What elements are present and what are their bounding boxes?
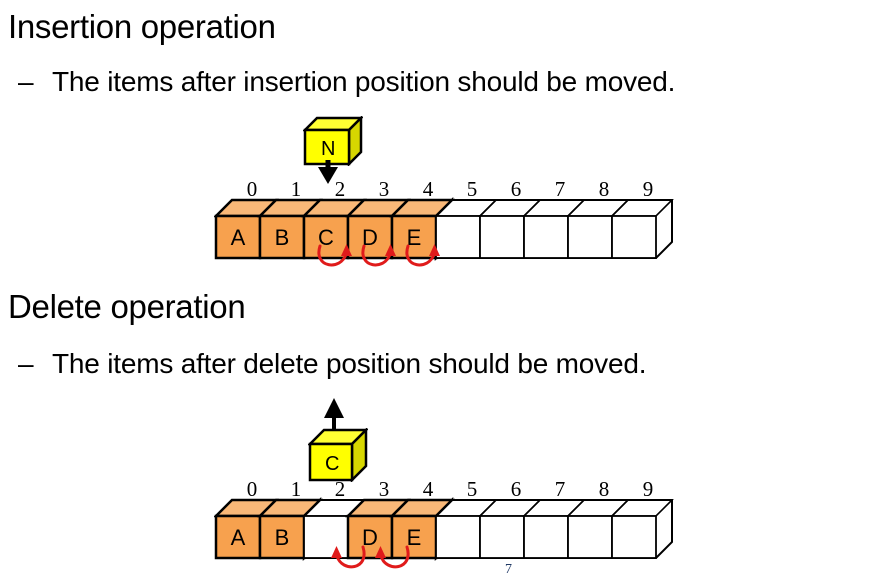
array-index-2: 2 (335, 180, 346, 201)
cell-value-4: E (407, 225, 422, 250)
array-index-6: 6 (511, 180, 522, 201)
cube-label-n: N (321, 138, 336, 160)
array-index-0: 0 (247, 480, 258, 501)
array-cell-5[interactable] (435, 515, 481, 559)
cell-value-3: D (362, 525, 378, 550)
array-cell-8[interactable] (567, 515, 613, 559)
array-index-7: 7 (555, 180, 566, 201)
insertion-array-graphic: A 0B 1C 2D 3E 4 5 6 7 8 9 (212, 177, 674, 262)
cell-value-1: B (275, 225, 290, 250)
delete-bullet-text: The items after delete position should b… (52, 348, 647, 379)
array-index-3: 3 (379, 480, 390, 501)
array-cell-2[interactable] (303, 515, 349, 559)
array-index-3: 3 (379, 180, 390, 201)
delete-cube-c: C (306, 426, 370, 484)
array-index-4: 4 (423, 180, 434, 201)
insertion-bullet: –The items after insertion position shou… (18, 66, 675, 98)
insertion-heading: Insertion operation (8, 8, 276, 45)
cube-label-c: C (325, 453, 340, 475)
cube-shape-c (306, 426, 370, 484)
array-index-1: 1 (291, 180, 302, 201)
bullet-dash-icon-2: – (18, 348, 34, 379)
array-index-0: 0 (247, 180, 258, 201)
cell-value-3: D (362, 225, 378, 250)
array-cell-9[interactable] (611, 515, 657, 559)
array-cell-1[interactable] (258, 514, 306, 560)
array-index-1: 1 (291, 480, 302, 501)
cube-shape-n (301, 114, 365, 168)
array-cell-6[interactable] (479, 515, 525, 559)
cell-value-0: A (231, 225, 246, 250)
array-index-4: 4 (423, 480, 434, 501)
cell-value-4: E (407, 525, 422, 550)
insert-cube-n: N (301, 114, 365, 168)
array-cell-9[interactable] (611, 215, 657, 259)
bullet-dash-icon: – (18, 66, 34, 97)
array-index-9: 9 (643, 480, 654, 501)
array-cell-7[interactable] (523, 215, 569, 259)
page-number: 7 (505, 562, 512, 577)
insertion-bullet-text: The items after insertion position shoul… (52, 66, 676, 97)
array-cell-8[interactable] (567, 215, 613, 259)
array-index-5: 5 (467, 480, 478, 501)
cell-value-1: B (275, 525, 290, 550)
array-cell-6[interactable] (479, 215, 525, 259)
delete-bullet: –The items after delete position should … (18, 348, 647, 380)
cell-value-2: C (318, 225, 334, 250)
array-cell-5[interactable] (435, 215, 481, 259)
array-index-6: 6 (511, 480, 522, 501)
delete-array-graphic: A 0B 1 2D 3E 4 5 6 7 8 9 (212, 477, 674, 562)
array-cell-7[interactable] (523, 515, 569, 559)
array-index-8: 8 (599, 480, 610, 501)
array-index-5: 5 (467, 180, 478, 201)
cell-value-0: A (231, 525, 246, 550)
delete-heading: Delete operation (8, 288, 246, 325)
array-index-2: 2 (335, 480, 346, 501)
array-index-8: 8 (599, 180, 610, 201)
array-index-7: 7 (555, 480, 566, 501)
array-index-9: 9 (643, 180, 654, 201)
